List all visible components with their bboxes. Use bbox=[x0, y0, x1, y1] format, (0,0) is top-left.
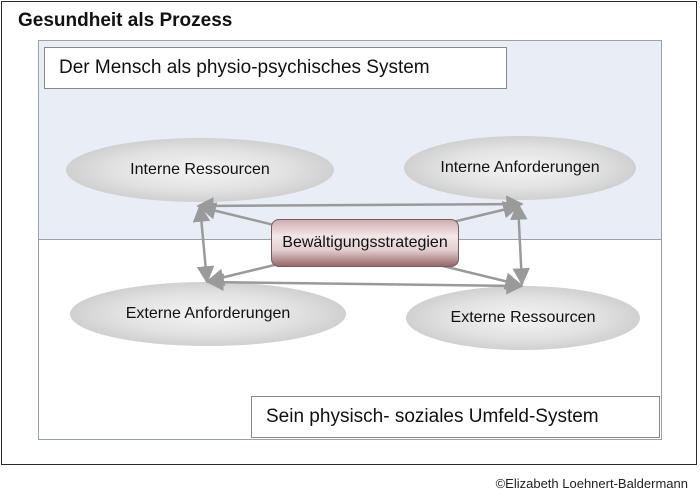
person-system-label: Der Mensch als physio-psychisches System bbox=[44, 47, 507, 89]
internal-demands-label: Interne Anforderungen bbox=[440, 159, 600, 176]
internal-resources-node: Interne Ressourcen bbox=[66, 138, 334, 202]
internal-resources-label: Interne Ressourcen bbox=[130, 161, 270, 178]
environment-system-label: Sein physisch- soziales Umfeld-System bbox=[251, 396, 660, 438]
arrow-ia-er bbox=[510, 202, 530, 286]
external-resources-label: Externe Ressourcen bbox=[450, 309, 596, 326]
arrow-ir-ia bbox=[196, 195, 524, 215]
arrow-ea-er bbox=[206, 273, 524, 295]
coping-strategies-label: Bewältigungsstrategien bbox=[282, 234, 448, 251]
diagram-title: Gesundheit als Prozess bbox=[18, 10, 233, 31]
external-demands-label: Externe Anforderungen bbox=[125, 305, 291, 322]
external-resources-node: Externe Ressourcen bbox=[406, 286, 640, 350]
internal-demands-node: Interne Anforderungen bbox=[404, 136, 636, 200]
coping-strategies-node: Bewältigungsstrategien bbox=[271, 219, 459, 267]
arrow-ir-ea bbox=[192, 204, 215, 284]
copyright-notice: ©Elizabeth Loehnert-Baldermann bbox=[495, 476, 688, 491]
